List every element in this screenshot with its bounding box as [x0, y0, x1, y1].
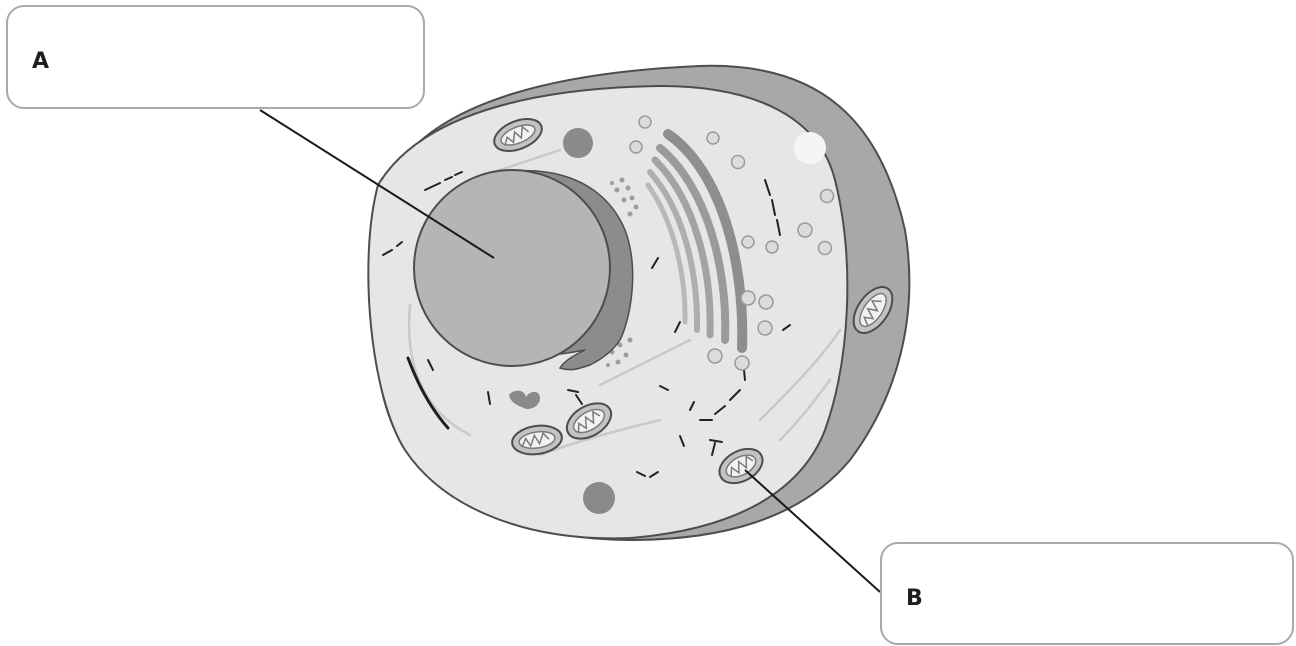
label-box-b[interactable]: B — [880, 542, 1294, 645]
nucleus — [414, 170, 610, 366]
lysosome-top — [563, 128, 593, 158]
label-letter-a: A — [32, 49, 49, 74]
label-letter-b: B — [906, 586, 923, 611]
lysosome-bottom — [583, 482, 615, 514]
label-box-a[interactable]: A — [6, 5, 425, 109]
vacuole — [794, 132, 826, 164]
